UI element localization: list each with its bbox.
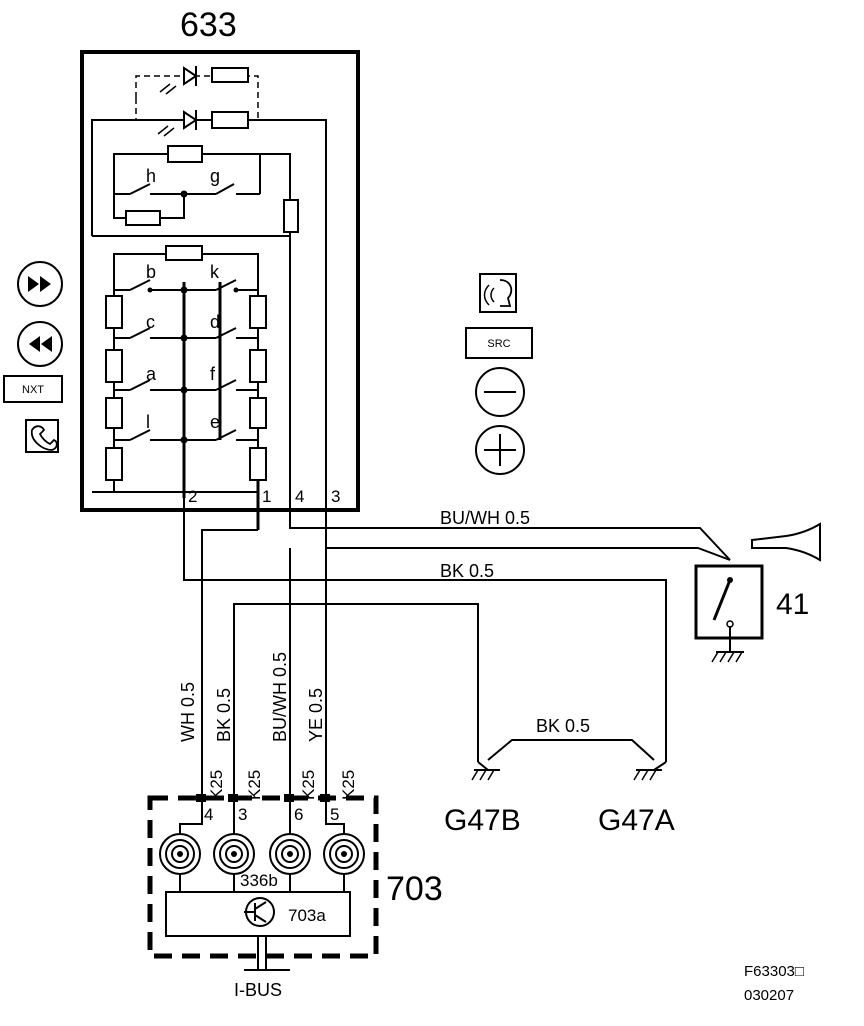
pin-633-4: 4	[295, 487, 304, 506]
src-label: SRC	[487, 338, 510, 350]
coil-2	[213, 833, 255, 875]
coil-3	[269, 833, 311, 875]
switch-b-label: b	[146, 262, 156, 282]
switch-c-label: c	[146, 312, 155, 332]
figure-code: F63303□	[744, 963, 804, 980]
pin-633-1: 1	[262, 487, 271, 506]
connector-k25-1: K25	[207, 770, 226, 800]
wire-label-bk: BK 0.5	[440, 561, 494, 581]
horn-41	[694, 564, 764, 663]
wire-label-buwh: BU/WH 0.5	[440, 508, 530, 528]
module-703-pin-5: 5	[330, 805, 339, 824]
nxt-label: NXT	[22, 384, 44, 396]
connector-k25-2: K25	[245, 770, 264, 800]
led-row-2	[91, 110, 327, 498]
switch-h-label: h	[146, 166, 156, 186]
ibus-label: I-BUS	[234, 980, 282, 1000]
wire-buwh-horn	[289, 498, 731, 561]
phone-button	[25, 419, 59, 453]
wire-wh	[201, 529, 258, 798]
horn-number: 41	[776, 588, 809, 621]
coil-1	[159, 833, 201, 875]
module-703-pin-4: 4	[204, 805, 213, 824]
switch-row-hg: h g	[113, 145, 299, 498]
connector-k25-3: K25	[299, 770, 318, 800]
wire-bk-g47a	[183, 498, 667, 762]
electronic-unit-label: 703a	[288, 906, 326, 925]
wire-bk-ground-link	[487, 739, 655, 761]
switch-a-label: a	[146, 364, 157, 384]
wire-label-vbk: BK 0.5	[214, 688, 234, 742]
switch-l-label: l	[146, 412, 150, 432]
switch-f-label: f	[210, 364, 216, 384]
electronic-unit-703a	[165, 891, 351, 937]
ground-g47a-label: G47A	[598, 804, 675, 837]
switch-matrix: b k c d a f l e	[92, 245, 267, 498]
module-703-pin-3: 3	[238, 805, 247, 824]
connector-k25-4: K25	[339, 770, 358, 800]
wire-label-ye: YE 0.5	[306, 688, 326, 742]
wire-label-vbuwh: BU/WH 0.5	[270, 652, 290, 742]
pin-633-2: 2	[188, 487, 197, 506]
switch-g-label: g	[210, 166, 220, 186]
figure-date: 030207	[744, 987, 794, 1004]
rewind-button	[17, 321, 63, 367]
coil-label-336b: 336b	[240, 871, 278, 890]
ground-g47b-label: G47B	[444, 804, 521, 837]
switch-d-label: d	[210, 312, 220, 332]
module-703-box	[147, 795, 379, 959]
module-703-pin-6: 6	[294, 805, 303, 824]
ground-g47a-symbol	[633, 761, 667, 781]
pin-633-3: 3	[331, 487, 340, 506]
coil-4	[323, 833, 365, 875]
wire-ye-horn	[325, 498, 731, 561]
module-633-number: 633	[180, 6, 237, 44]
switch-e-label: e	[210, 412, 220, 432]
module-633-box	[80, 50, 360, 512]
horn-speaker-icon	[751, 522, 821, 562]
led-row-1	[135, 66, 259, 120]
fast-forward-button	[17, 261, 63, 307]
wire-label-wh: WH 0.5	[178, 682, 198, 742]
ground-g47b-symbol	[471, 761, 500, 781]
plus-button	[475, 425, 525, 475]
transistor-icon	[244, 897, 275, 927]
nxt-button: NXT	[3, 375, 63, 403]
module-703-number: 703	[386, 870, 443, 908]
voice-button	[479, 273, 517, 313]
wire-label-bk-ground: BK 0.5	[536, 716, 590, 736]
switch-k-label: k	[210, 262, 220, 282]
src-button: SRC	[465, 327, 533, 359]
minus-button	[475, 367, 525, 417]
